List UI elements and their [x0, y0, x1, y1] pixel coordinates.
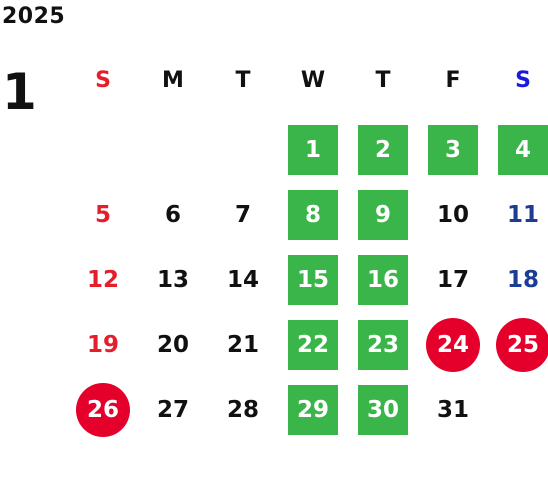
weekday-header-1: M [162, 68, 184, 93]
day-cell-15[interactable]: 15 [288, 255, 338, 305]
day-cell-23[interactable]: 23 [358, 320, 408, 370]
day-cell-2[interactable]: 2 [358, 125, 408, 175]
weekday-header-5: F [445, 68, 461, 93]
day-cell-17[interactable]: 17 [436, 267, 469, 293]
day-cell-14[interactable]: 14 [226, 267, 259, 293]
day-cell-30[interactable]: 30 [358, 385, 408, 435]
day-cell-11[interactable]: 11 [506, 202, 539, 228]
weekday-header-2: T [235, 68, 251, 93]
weekday-header-6: S [515, 68, 531, 93]
day-cell-28[interactable]: 28 [226, 397, 259, 423]
day-cell-8[interactable]: 8 [288, 190, 338, 240]
day-cell-4[interactable]: 4 [498, 125, 548, 175]
day-cell-10[interactable]: 10 [436, 202, 469, 228]
day-cell-7[interactable]: 7 [234, 202, 251, 228]
day-cell-19[interactable]: 19 [86, 332, 119, 358]
day-cell-5[interactable]: 5 [94, 202, 111, 228]
day-cell-26[interactable]: 26 [76, 383, 130, 437]
weekday-header-0: S [95, 68, 111, 93]
day-cell-13[interactable]: 13 [156, 267, 189, 293]
day-cell-6[interactable]: 6 [164, 202, 181, 228]
day-cell-20[interactable]: 20 [156, 332, 189, 358]
day-cell-1[interactable]: 1 [288, 125, 338, 175]
month-number: 1 [2, 63, 37, 121]
day-cell-24[interactable]: 24 [426, 318, 480, 372]
weekday-header-4: T [375, 68, 391, 93]
day-cell-22[interactable]: 22 [288, 320, 338, 370]
day-cell-18[interactable]: 18 [506, 267, 539, 293]
day-cell-3[interactable]: 3 [428, 125, 478, 175]
day-cell-29[interactable]: 29 [288, 385, 338, 435]
day-cell-9[interactable]: 9 [358, 190, 408, 240]
day-cell-16[interactable]: 16 [358, 255, 408, 305]
day-cell-21[interactable]: 21 [226, 332, 259, 358]
day-cell-27[interactable]: 27 [156, 397, 189, 423]
day-cell-31[interactable]: 31 [436, 397, 469, 423]
day-cell-25[interactable]: 25 [496, 318, 548, 372]
year-label: 2025 [2, 4, 66, 29]
day-cell-12[interactable]: 12 [86, 267, 119, 293]
weekday-header-3: W [300, 68, 326, 93]
